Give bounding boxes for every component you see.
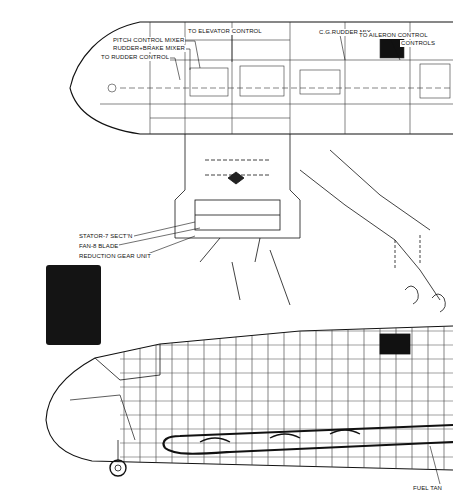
dark-patch [46, 265, 101, 345]
part-label: FUEL TAN [412, 485, 443, 492]
part-label: FAN-8 BLADE [78, 243, 119, 250]
leader-lines [114, 34, 440, 484]
part-label: PITCH CONTROL MIXER [112, 37, 185, 44]
part-label: TO RUDDER CONTROL [100, 54, 170, 61]
part-label: RUDDER+BRAKE MIXER [112, 45, 186, 52]
side-view [46, 320, 453, 480]
part-label: TO AILERON CONTROL [358, 32, 429, 39]
part-label: CONTROLS [400, 40, 436, 47]
part-label: REDUCTION GEAR UNIT [78, 253, 152, 260]
part-label: STATOR-7 SECT'N [78, 233, 133, 240]
part-label: TO ELEVATOR CONTROL [187, 28, 263, 35]
plan-view [70, 22, 453, 312]
